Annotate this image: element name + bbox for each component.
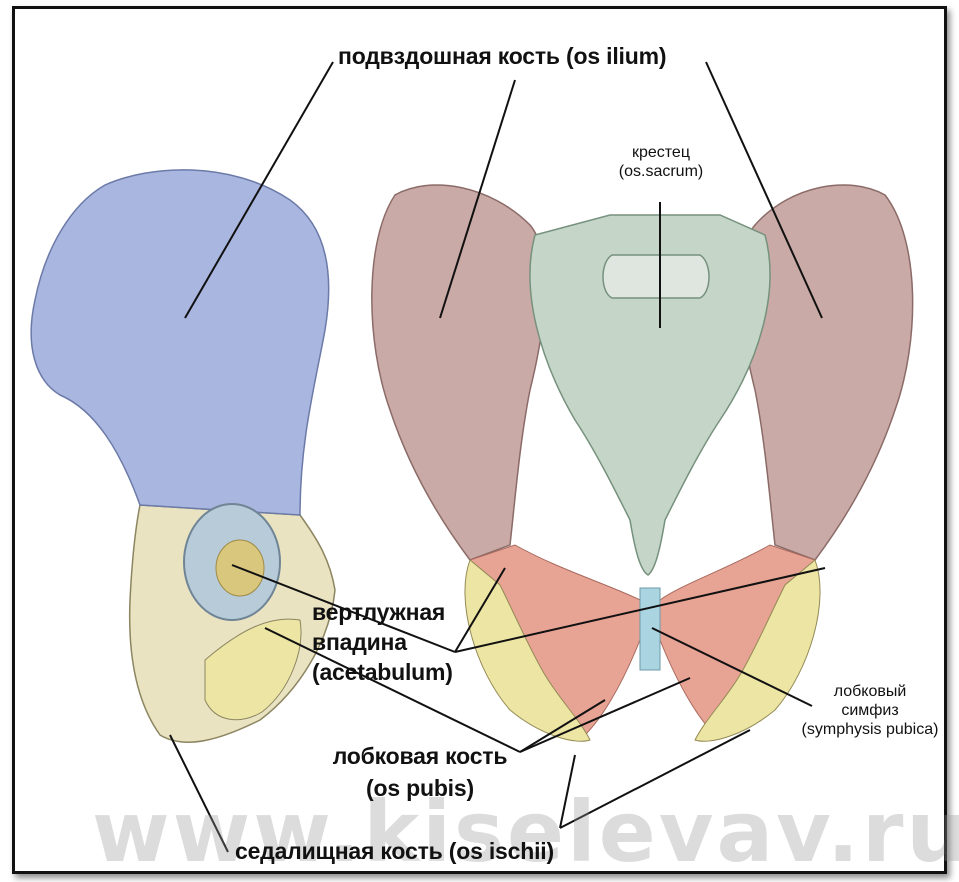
pubic-symphysis	[640, 588, 660, 670]
left-hip-bone	[31, 170, 335, 742]
pelvis-front-view	[372, 185, 913, 741]
pubis-label: лобковая кость (os pubis)	[315, 740, 525, 804]
acetabulum-label: вертлужная впадина (acetabulum)	[312, 597, 453, 687]
acetabulum-label-line2: впадина	[312, 627, 453, 657]
symphysis-label-line2: симфиз	[785, 701, 955, 720]
right-ilium-left-wing	[372, 185, 545, 560]
symphysis-label-line3: (symphysis pubica)	[785, 720, 955, 739]
symphysis-label-line1: лобковый	[785, 682, 955, 701]
pubis-label-line1: лобковая кость	[315, 740, 525, 772]
watermark: www.kiselevav.ru	[92, 783, 959, 881]
pubis-label-line2: (os pubis)	[315, 772, 525, 804]
left-ilium-wing	[31, 170, 329, 515]
acetabulum-label-line1: вертлужная	[312, 597, 453, 627]
sacrum-label-line2: (os.sacrum)	[600, 162, 722, 181]
sacral-base	[603, 255, 709, 298]
acetabulum-label-line3: (acetabulum)	[312, 657, 453, 687]
symphysis-label: лобковый симфиз (symphysis pubica)	[785, 682, 955, 739]
ischium-label: седалищная кость (os ischii)	[235, 838, 554, 865]
sacrum-label-line1: крестец	[600, 143, 722, 162]
sacrum-label: крестец (os.sacrum)	[600, 143, 722, 181]
ilium-label: подвздошная кость (os ilium)	[338, 43, 666, 70]
